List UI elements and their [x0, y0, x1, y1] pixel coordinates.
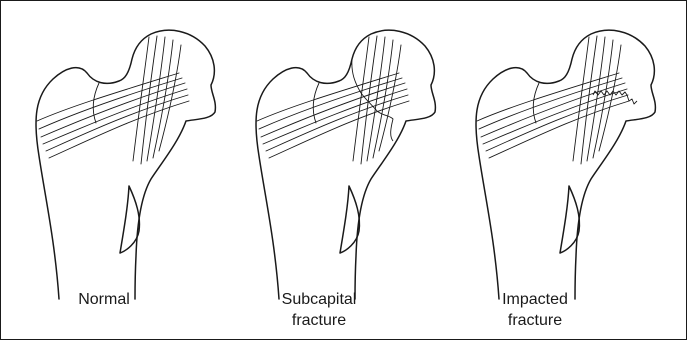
- caption-impacted-line-1: Impacted: [485, 289, 585, 310]
- caption-subcapital: Subcapital fracture: [269, 289, 369, 331]
- caption-subcapital-line-1: Subcapital: [269, 289, 369, 310]
- caption-impacted-line-2: fracture: [485, 310, 585, 331]
- normal-femur: [36, 30, 215, 299]
- caption-normal: Normal: [59, 289, 149, 310]
- caption-subcapital-line-2: fracture: [269, 310, 369, 331]
- caption-normal-line-1: Normal: [59, 289, 149, 310]
- caption-impacted: Impacted fracture: [485, 289, 585, 331]
- subcapital-femur: [256, 30, 435, 299]
- impacted-femur: [476, 30, 655, 299]
